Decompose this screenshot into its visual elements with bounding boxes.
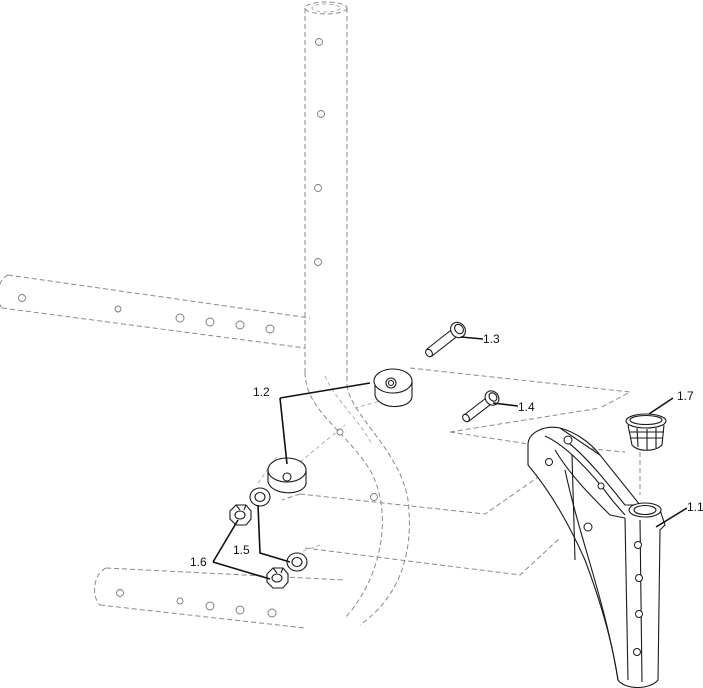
phantom-frame <box>0 1 641 629</box>
part-1-5-washer-lower <box>286 552 308 572</box>
part-1-6-nut-upper <box>229 504 252 526</box>
part-1-2-bushing-lower <box>267 457 307 494</box>
phantom-upper-tube <box>0 274 311 349</box>
callout-1-1: 1.1 <box>687 500 703 514</box>
part-1-6-nut-lower <box>266 567 289 589</box>
callout-1-5: 1.5 <box>233 543 250 557</box>
phantom-vertical-tube <box>304 1 348 385</box>
part-1-5-washer-upper <box>249 487 271 507</box>
part-1-4-bolt <box>462 390 500 423</box>
part-1-2-bushing-upper <box>373 368 413 408</box>
callout-1-2: 1.2 <box>253 385 270 399</box>
callout-1-4: 1.4 <box>518 400 535 414</box>
part-1-1-bracket <box>527 426 666 688</box>
callout-1-3: 1.3 <box>483 332 500 346</box>
leader-lines <box>212 336 688 580</box>
phantom-mount-planes <box>257 367 641 576</box>
callout-1-7: 1.7 <box>677 389 694 403</box>
phantom-lower-tube <box>94 567 346 629</box>
part-1-7-end-cap <box>625 413 667 451</box>
callout-1-6: 1.6 <box>190 555 207 569</box>
phantom-bend <box>304 371 410 626</box>
callout-labels: 1.1 1.2 1.3 1.4 1.5 1.6 1.7 <box>190 332 703 569</box>
part-1-3-bolt <box>425 321 466 358</box>
